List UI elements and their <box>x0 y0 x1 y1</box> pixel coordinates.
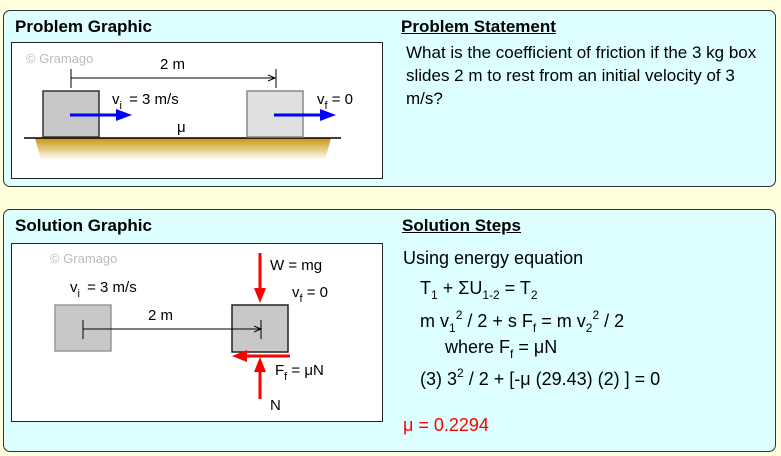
step-intro: Using energy equation <box>403 248 584 268</box>
subscript: 1 <box>431 288 438 302</box>
text: T <box>420 278 431 298</box>
subscript: 1-2 <box>482 288 500 302</box>
subscript: 2 <box>530 288 538 302</box>
text: = μN <box>513 337 558 357</box>
superscript: 2 <box>457 366 464 380</box>
subscript: 1 <box>449 321 456 335</box>
problem-statement-title: Problem Statement <box>401 17 556 36</box>
superscript: 2 <box>592 308 600 322</box>
solution-steps-title: Solution Steps <box>402 216 521 235</box>
superscript: 2 <box>455 308 463 322</box>
step-equation-1: T1 + ΣU1-2 = T2 <box>420 278 538 302</box>
problem-graphic-title: Problem Graphic <box>15 17 152 36</box>
text: = T <box>499 278 531 298</box>
text: (3) 3 <box>420 369 458 389</box>
text: = m v <box>536 311 586 331</box>
step-equation-3: where Ff = μN <box>445 337 557 361</box>
subscript: 2 <box>585 321 593 335</box>
solution-graphic-title: Solution Graphic <box>15 216 152 235</box>
text: where F <box>445 337 511 357</box>
text: m v <box>420 311 449 331</box>
solution-graphic <box>11 243 383 422</box>
problem-graphic <box>11 42 383 179</box>
subscript: f <box>532 321 537 335</box>
problem-statement-text: What is the coefficient of friction if t… <box>406 43 757 108</box>
result: μ = 0.2294 <box>403 415 489 435</box>
text: / 2 + [-μ (29.43) (2) ] = 0 <box>463 369 661 389</box>
text: / 2 <box>599 311 625 331</box>
step-equation-4: (3) 32 / 2 + [-μ (29.43) (2) ] = 0 <box>420 366 660 390</box>
step-equation-2: m v12 / 2 + s Ff = m v22 / 2 <box>420 308 624 335</box>
text: + ΣU <box>437 278 483 298</box>
subscript: f <box>510 347 514 361</box>
text: / 2 + s F <box>462 311 533 331</box>
